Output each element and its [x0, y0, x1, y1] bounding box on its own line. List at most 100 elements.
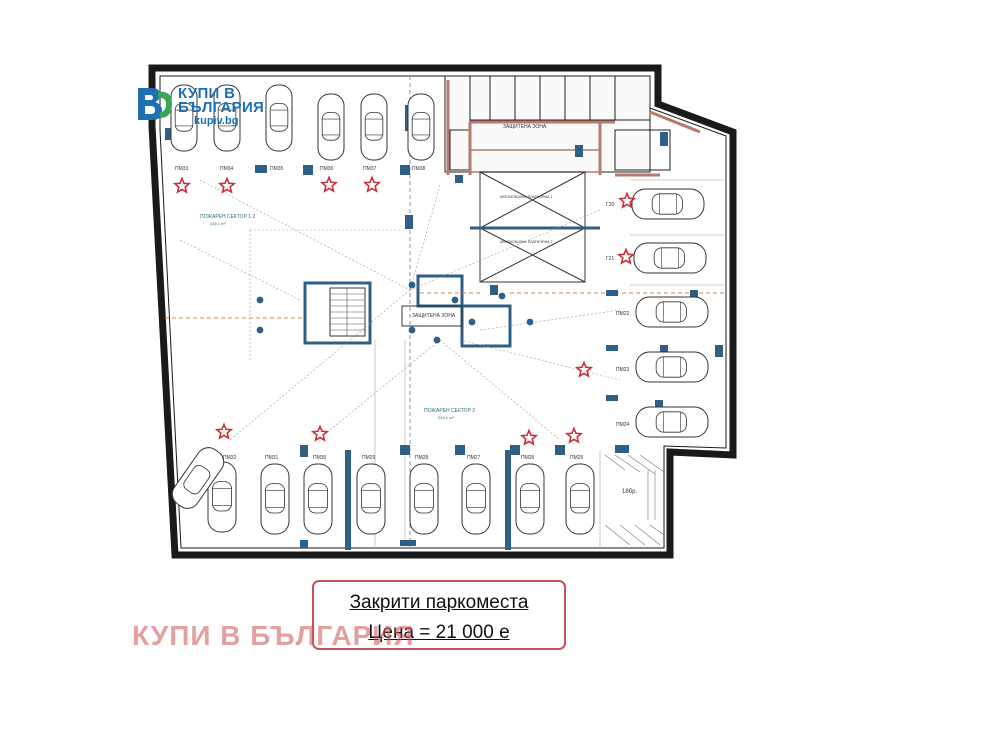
spot-label-bottom-6: ПМ26 — [521, 455, 535, 461]
column-2 — [303, 165, 313, 175]
column-17 — [690, 290, 698, 300]
car-tilted — [171, 447, 225, 509]
lift1-label: АВТОМОБИЛНА ПЛАТФОРМА 1 — [500, 195, 553, 199]
car-bottom-1 — [260, 463, 290, 535]
round-columns — [256, 281, 534, 344]
spot-label-bottom-4: ПМ28 — [415, 455, 429, 461]
caption-title: Закрити паркоместа — [349, 592, 529, 613]
column-22 — [300, 540, 308, 548]
caption-price: Цена = 21 000 е — [368, 622, 510, 643]
round-column-4 — [526, 318, 534, 326]
column-19 — [655, 400, 663, 412]
stair-core — [303, 274, 512, 348]
stair-treads — [330, 288, 365, 336]
column-3 — [400, 165, 410, 175]
column-18 — [660, 132, 668, 146]
parked-cars — [170, 84, 709, 535]
column-0 — [165, 128, 171, 140]
spot-label-bottom-0: ПМ32 — [223, 455, 237, 461]
sector2-label: ПОЖАРЕН СЕКТОР 2 — [424, 408, 476, 414]
fire-marker-3 — [362, 175, 382, 193]
bike-count-label: 18бр. — [622, 489, 638, 495]
car-right-4 — [635, 406, 709, 438]
column-16 — [715, 345, 723, 357]
fire-marker-1 — [217, 176, 237, 194]
car-bottom-7 — [565, 463, 595, 535]
car-top-2 — [265, 84, 293, 152]
car-top-1 — [213, 84, 241, 152]
column-1 — [255, 165, 267, 173]
logo-url: kupiv.bg — [194, 115, 239, 127]
column-6 — [300, 445, 308, 457]
column-8 — [455, 445, 465, 455]
column-12 — [606, 395, 618, 401]
spot-label-top-5: ПМ38 — [412, 166, 426, 172]
sector1-label: ПОЖАРЕН СЕКТОР 1.2 — [200, 214, 256, 220]
fire-marker-10 — [564, 426, 584, 444]
spot-label-top-2: ПМ35 — [270, 166, 284, 172]
spot-label-bottom-1: ПМ31 — [265, 455, 279, 461]
stair-zone-label: ЗАЩИТЕНА ЗОНА — [412, 313, 456, 319]
light-partitions — [374, 179, 726, 548]
column-24 — [505, 450, 511, 550]
spot-label-bottom-5: ПМ27 — [467, 455, 481, 461]
watermark: КУПИ В БЪЛГАРИЯ — [132, 620, 415, 651]
column-5 — [405, 215, 413, 229]
car-bottom-2 — [303, 463, 333, 535]
evacuation-lines — [179, 179, 621, 441]
car-bottom-0 — [207, 461, 237, 533]
spot-label-top-3: ПМ36 — [320, 166, 334, 172]
car-bottom-5 — [461, 463, 491, 535]
spot-label-right-4: ПМ24 — [616, 422, 630, 428]
fire-marker-6 — [574, 360, 594, 378]
fire-marker-9 — [519, 428, 539, 446]
car-right-2 — [635, 296, 709, 328]
bg-logo-mark-icon — [138, 88, 172, 120]
car-bottom-6 — [515, 463, 545, 535]
price-caption-box: Закрити паркоместа Цена = 21 000 е — [312, 580, 566, 650]
car-platforms — [470, 171, 600, 283]
spot-label-bottom-7: ПМ25 — [570, 455, 584, 461]
car-top-0 — [170, 84, 198, 152]
fire-marker-5 — [616, 247, 636, 265]
round-column-5 — [468, 318, 476, 326]
spot-label-top-0: ПМ33 — [175, 166, 189, 172]
sector1-area: 435,1 m² — [210, 221, 226, 226]
column-21 — [400, 540, 416, 546]
spot-label-bottom-2: ПМ30 — [313, 455, 327, 461]
round-column-0 — [256, 296, 264, 304]
column-23 — [345, 450, 351, 550]
brand-logo: КУПИ В БЪЛГАРИЯ kupiv.bg — [136, 84, 276, 128]
sector2-area: 294,1 m² — [438, 415, 454, 420]
spot-label-right-3: ПМ23 — [616, 367, 630, 373]
round-column-2 — [408, 326, 416, 334]
spot-label-top-1: ПМ34 — [220, 166, 234, 172]
column-25 — [455, 175, 463, 183]
logo-line2: БЪЛГАРИЯ — [178, 99, 265, 116]
lift2-label: АВТОМОБИЛНА ПЛАТФОРМА 2 — [500, 240, 553, 244]
fire-marker-7 — [214, 422, 234, 440]
bike-area — [604, 454, 665, 546]
spot-label-right-1: Г21 — [606, 256, 615, 262]
car-top-3 — [317, 93, 345, 161]
car-right-0 — [631, 188, 705, 220]
car-bottom-3 — [356, 463, 386, 535]
column-20 — [575, 145, 583, 157]
column-9 — [510, 445, 520, 455]
round-column-3 — [408, 281, 416, 289]
column-7 — [400, 445, 410, 455]
round-column-7 — [451, 296, 459, 304]
storage-rooms — [444, 75, 671, 173]
column-15 — [660, 345, 668, 357]
car-bottom-4 — [409, 463, 439, 535]
column-13 — [606, 345, 618, 351]
column-11 — [615, 445, 629, 453]
round-column-1 — [256, 326, 264, 334]
column-26 — [490, 285, 498, 295]
car-right-1 — [633, 242, 707, 274]
spot-label-bottom-3: ПМ29 — [362, 455, 376, 461]
car-right-3 — [635, 351, 709, 383]
spot-label-right-2: ПМ22 — [616, 311, 630, 317]
column-10 — [555, 445, 565, 455]
